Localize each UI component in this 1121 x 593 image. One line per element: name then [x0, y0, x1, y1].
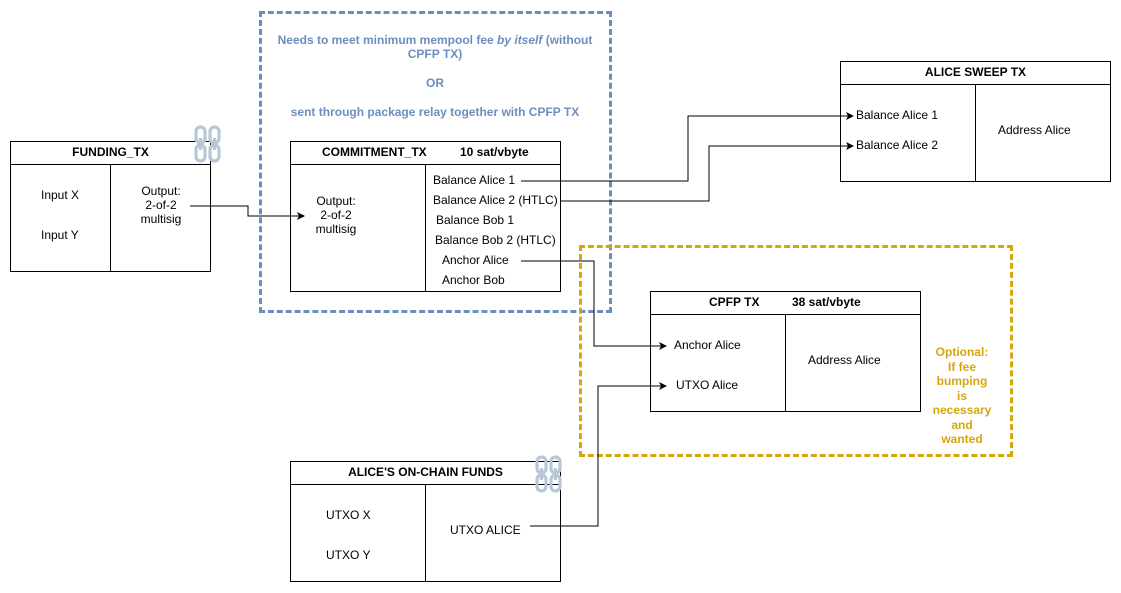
alice-onchain-funds-box: ALICE'S ON-CHAIN FUNDS UTXO X UTXO Y UTX…	[290, 461, 561, 582]
optional-line: is	[956, 388, 967, 403]
input-line: 2-of-2	[320, 208, 352, 222]
sweep-input-balance-alice-1: Balance Alice 1	[856, 108, 939, 122]
cpfp-input-utxo-alice: UTXO Alice	[676, 378, 739, 392]
output-balance-bob-1: Balance Bob 1	[436, 213, 515, 227]
output-balance-alice-2-htlc: Balance Alice 2 (HTLC)	[433, 193, 558, 207]
commitment-tx-box: COMMITMENT_TX 10 sat/vbyte Output: 2-of-…	[290, 141, 561, 292]
arrow-balance-alice-1-to-sweep	[521, 112, 854, 182]
input-line: multisig	[315, 222, 357, 236]
divider	[425, 484, 426, 581]
optional-line: If fee	[947, 359, 976, 374]
output-line: multisig	[140, 212, 182, 226]
commitment-tx-header: COMMITMENT_TX 10 sat/vbyte	[291, 142, 560, 165]
sweep-input-balance-alice-2: Balance Alice 2	[856, 138, 939, 152]
cpfp-input-anchor-alice: Anchor Alice	[674, 338, 741, 352]
note-line1-prefix: Needs to meet minimum mempool fee	[277, 33, 498, 47]
cpfp-tx-title: CPFP TX	[709, 295, 760, 309]
note-line2: CPFP TX)	[407, 47, 463, 61]
sweep-output-address-alice: Address Alice	[998, 123, 1071, 137]
funds-utxo-y: UTXO Y	[326, 548, 371, 562]
output-anchor-alice: Anchor Alice	[442, 253, 509, 267]
commitment-tx-title: COMMITMENT_TX	[322, 145, 427, 159]
arrow-anchor-alice-to-cpfp	[521, 260, 667, 350]
cpfp-output-address-alice: Address Alice	[808, 353, 881, 367]
output-line: 2-of-2	[145, 198, 177, 212]
commitment-tx-fee: 10 sat/vbyte	[460, 145, 529, 159]
output-balance-alice-1: Balance Alice 1	[433, 173, 516, 187]
optional-cpfp-frame	[579, 245, 1013, 457]
chain-link-icon	[535, 455, 562, 493]
optional-line: and	[951, 417, 973, 432]
cpfp-tx-box: CPFP TX 38 sat/vbyte Anchor Alice UTXO A…	[650, 291, 921, 412]
divider	[975, 84, 976, 181]
divider	[785, 314, 786, 411]
funding-output-multisig: Output: 2-of-2 multisig	[121, 184, 201, 226]
note-line1-italic: by itself	[497, 33, 543, 47]
mempool-requirement-note: Needs to meet minimum mempool fee by its…	[265, 33, 605, 61]
divider	[110, 164, 111, 271]
note-or: OR	[426, 76, 444, 90]
optional-line: Optional:	[935, 345, 989, 359]
input-line: Output:	[316, 194, 356, 208]
optional-fee-bump-note: Optional: If fee bumping is necessary an…	[922, 345, 1002, 447]
mempool-requirement-frame	[259, 11, 612, 313]
optional-line: wanted	[941, 432, 983, 446]
optional-line: bumping	[936, 374, 988, 388]
alice-sweep-tx-box: ALICE SWEEP TX Balance Alice 1 Balance A…	[840, 61, 1111, 182]
cpfp-tx-fee: 38 sat/vbyte	[792, 295, 861, 309]
note-line1-suffix: (without	[542, 33, 593, 47]
divider	[425, 164, 426, 291]
arrow-balance-alice-2-to-sweep	[561, 142, 854, 202]
note-package-relay: sent through package relay together with…	[290, 105, 580, 119]
arrow-utxo-alice-to-cpfp	[530, 382, 667, 527]
arrow-funding-to-commitment	[190, 205, 305, 220]
funds-utxo-x: UTXO X	[326, 508, 371, 522]
funding-input-y: Input Y	[41, 228, 79, 242]
funding-tx-box: FUNDING_TX Input X Input Y Output: 2-of-…	[10, 141, 211, 272]
output-anchor-bob: Anchor Bob	[442, 273, 505, 287]
optional-line: necessary	[932, 403, 992, 417]
output-balance-bob-2-htlc: Balance Bob 2 (HTLC)	[435, 233, 556, 247]
funding-input-x: Input X	[41, 188, 80, 202]
output-line: Output:	[141, 184, 181, 198]
chain-link-icon	[194, 125, 221, 163]
funds-utxo-alice: UTXO ALICE	[450, 523, 521, 537]
commitment-input-multisig: Output: 2-of-2 multisig	[296, 194, 376, 236]
